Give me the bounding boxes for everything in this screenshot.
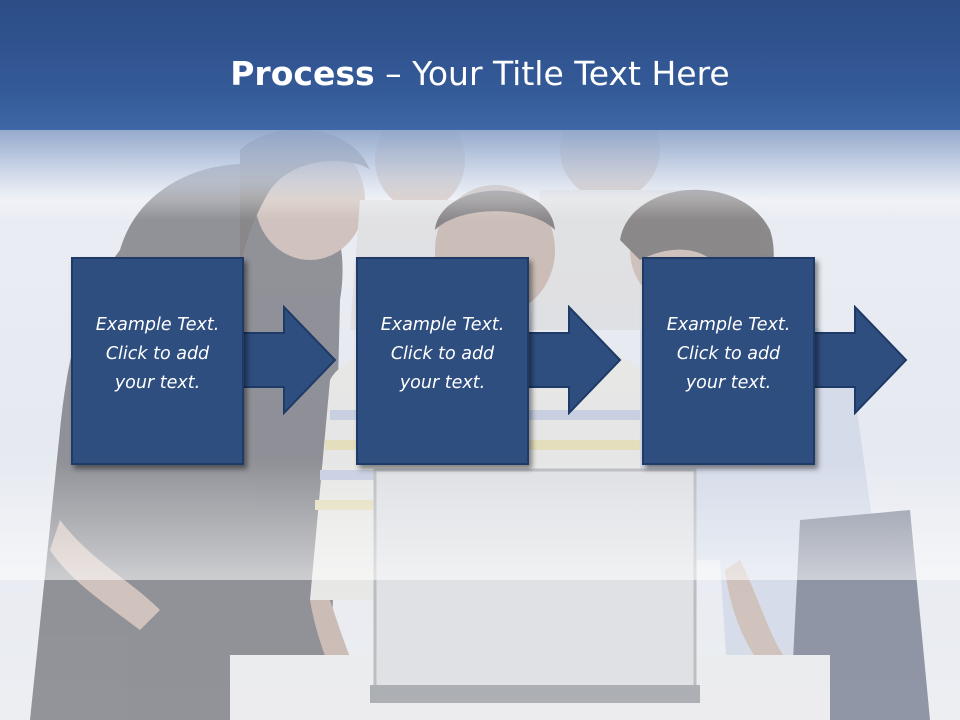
step-3-line-2: Click to add <box>676 344 781 364</box>
process-step-1[interactable]: Example Text. Click to add your text. <box>71 257 244 465</box>
process-step-2[interactable]: Example Text. Click to add your text. <box>356 257 529 465</box>
bottom-fade-overlay <box>0 460 960 580</box>
step-1-text: Example Text. Click to add your text. <box>73 311 242 398</box>
slide-title[interactable]: Process – Your Title Text Here <box>0 52 960 96</box>
step-2-text: Example Text. Click to add your text. <box>358 311 527 398</box>
arrow-1 <box>242 305 337 415</box>
arm-right <box>725 560 790 675</box>
process-step-3[interactable]: Example Text. Click to add your text. <box>642 257 815 465</box>
title-bar: Process – Your Title Text Here <box>0 0 960 200</box>
step-2-line-3: your text. <box>399 373 486 393</box>
step-3-line-3: your text. <box>685 373 772 393</box>
step-1-line-2: Click to add <box>105 344 210 364</box>
arrow-2 <box>527 305 622 415</box>
step-2-line-2: Click to add <box>390 344 495 364</box>
title-bold-part: Process <box>230 54 375 93</box>
step-1-line-1: Example Text. <box>95 315 220 335</box>
step-1-line-3: your text. <box>114 373 201 393</box>
step-3-text: Example Text. Click to add your text. <box>644 311 813 398</box>
step-2-line-1: Example Text. <box>380 315 505 335</box>
title-rest-part: – Your Title Text Here <box>374 54 730 93</box>
arrow-3 <box>813 305 908 415</box>
step-3-line-1: Example Text. <box>666 315 791 335</box>
laptop-base <box>370 685 700 703</box>
